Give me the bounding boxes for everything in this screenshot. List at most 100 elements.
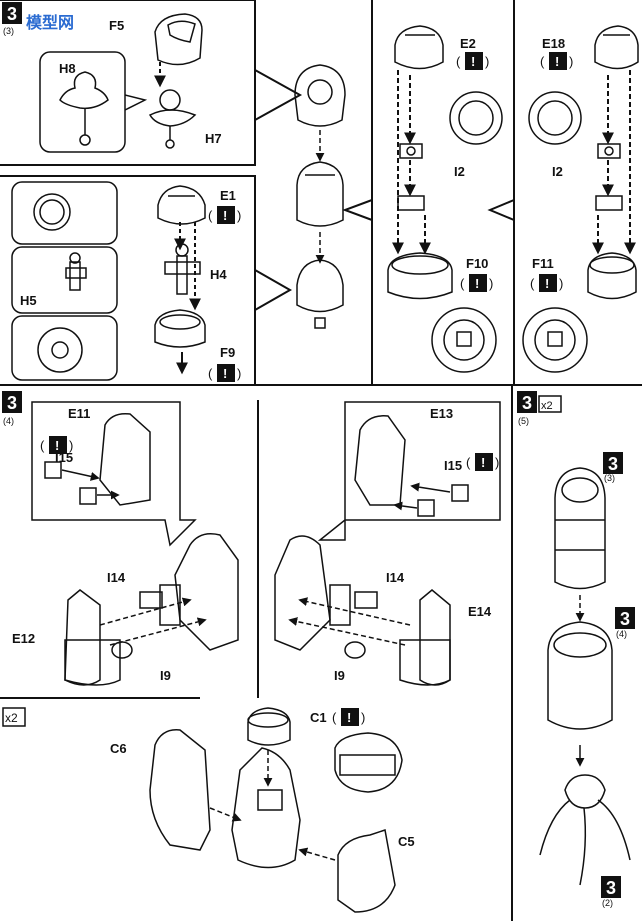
part-e12-drawing	[64, 589, 121, 686]
caution-icon: ( ! )	[332, 708, 365, 726]
svg-text:(: (	[460, 276, 465, 291]
svg-text:!: !	[475, 276, 479, 291]
label-e12: E12	[12, 631, 35, 646]
label-h7: H7	[205, 131, 222, 146]
ref-badge-3-4: 3 (4)	[615, 607, 635, 639]
svg-text:!: !	[223, 366, 227, 381]
part-i14-a	[139, 591, 163, 609]
svg-text:!: !	[545, 276, 549, 291]
part-e2-drawing	[394, 25, 444, 70]
label-c5: C5	[398, 834, 415, 849]
label-e1: E1	[220, 188, 236, 203]
svg-text:(: (	[540, 54, 545, 69]
label-i15-b: I15	[444, 458, 462, 473]
assembled-body-left	[159, 533, 239, 651]
label-c1: C1	[310, 710, 327, 725]
svg-text:): )	[485, 54, 489, 69]
svg-text:!: !	[481, 455, 485, 470]
caution-icon: ( ! )	[530, 274, 563, 292]
part-i2-bottom-a	[397, 195, 425, 211]
svg-text:(: (	[208, 366, 213, 381]
stack-body-assembly	[547, 621, 613, 730]
svg-text:x2: x2	[5, 711, 18, 725]
part-c5-drawing	[337, 829, 396, 913]
svg-text:(: (	[466, 455, 471, 470]
section-badge-3-3: 3 (3)	[2, 2, 22, 36]
svg-text:3: 3	[7, 4, 17, 24]
ref-badge-3-2: 3 (2)	[601, 876, 621, 908]
svg-text:!: !	[347, 710, 351, 725]
caution-icon: ( ! )	[466, 453, 499, 471]
svg-text:(4): (4)	[3, 416, 14, 426]
label-f9: F9	[220, 345, 235, 360]
label-i9-a: I9	[160, 668, 171, 683]
part-f10-drawing	[387, 252, 453, 300]
part-f11-drawing	[587, 252, 637, 300]
part-i9-b	[344, 641, 366, 659]
svg-text:(: (	[40, 438, 45, 453]
svg-text:(5): (5)	[518, 416, 529, 426]
ref-badge-3-3: 3 (3)	[603, 452, 623, 483]
assembled-body-right	[274, 535, 351, 651]
svg-text:): )	[489, 276, 493, 291]
svg-text:3: 3	[522, 393, 532, 413]
svg-text:): )	[69, 438, 73, 453]
section-badge-3-5: 3 (5) x2	[517, 391, 562, 426]
callout-balloon-e13	[317, 401, 501, 541]
svg-text:!: !	[55, 438, 59, 453]
label-h5: H5	[20, 293, 37, 308]
svg-text:!: !	[471, 54, 475, 69]
callout-balloon-h8	[39, 51, 126, 153]
svg-text:): )	[361, 710, 365, 725]
svg-text:): )	[237, 208, 241, 223]
stack-tripod-base	[539, 774, 631, 886]
label-e18: E18	[542, 36, 565, 51]
part-e18-drawing	[594, 25, 639, 70]
callout-balloon-e2	[449, 91, 503, 145]
callout-balloon-c1	[334, 732, 403, 793]
callout-balloon-f9	[11, 315, 118, 381]
part-f9-drawing	[154, 309, 206, 348]
svg-text:3: 3	[608, 454, 618, 474]
callout-balloon-f10	[431, 307, 497, 373]
label-i14-b: I14	[386, 570, 405, 585]
section-badge-3-4: 3 (4)	[2, 391, 22, 426]
svg-text:(: (	[208, 208, 213, 223]
caution-icon: ( ! )	[460, 274, 493, 292]
svg-text:3: 3	[620, 609, 630, 629]
part-c1-drawing	[247, 707, 291, 746]
part-e1-drawing	[157, 185, 206, 225]
part-i2-bottom-b	[595, 195, 623, 211]
callout-balloon-e18	[528, 91, 582, 145]
assembled-shoulder-base	[296, 259, 344, 329]
label-i9-b: I9	[334, 668, 345, 683]
svg-text:): )	[559, 276, 563, 291]
label-f5: F5	[109, 18, 124, 33]
svg-text:(4): (4)	[616, 629, 627, 639]
svg-text:3: 3	[606, 878, 616, 898]
svg-text:): )	[569, 54, 573, 69]
caution-icon: ( ! )	[40, 436, 73, 454]
label-f11: F11	[532, 256, 554, 271]
callout-balloon-e11	[31, 401, 197, 547]
label-e13: E13	[430, 406, 453, 421]
watermark-text: 模型网	[26, 13, 74, 32]
callout-balloon-h5	[11, 246, 118, 314]
label-e14: E14	[468, 604, 492, 619]
callout-balloon-f11	[522, 307, 588, 373]
label-c6: C6	[110, 741, 127, 756]
part-h7-drawing	[148, 89, 197, 149]
svg-text:(: (	[530, 276, 535, 291]
svg-text:!: !	[555, 54, 559, 69]
svg-text:(3): (3)	[604, 473, 615, 483]
svg-text:(3): (3)	[3, 26, 14, 36]
label-e2: E2	[460, 36, 476, 51]
caution-icon: ( ! )	[208, 206, 241, 224]
label-e11: E11	[68, 406, 90, 421]
assembled-shoulder-mid	[296, 161, 344, 264]
svg-text:): )	[237, 366, 241, 381]
part-c6-drawing	[149, 729, 211, 851]
part-i2-top-a	[399, 143, 423, 159]
svg-text:(: (	[332, 710, 337, 725]
svg-text:(2): (2)	[602, 898, 613, 908]
